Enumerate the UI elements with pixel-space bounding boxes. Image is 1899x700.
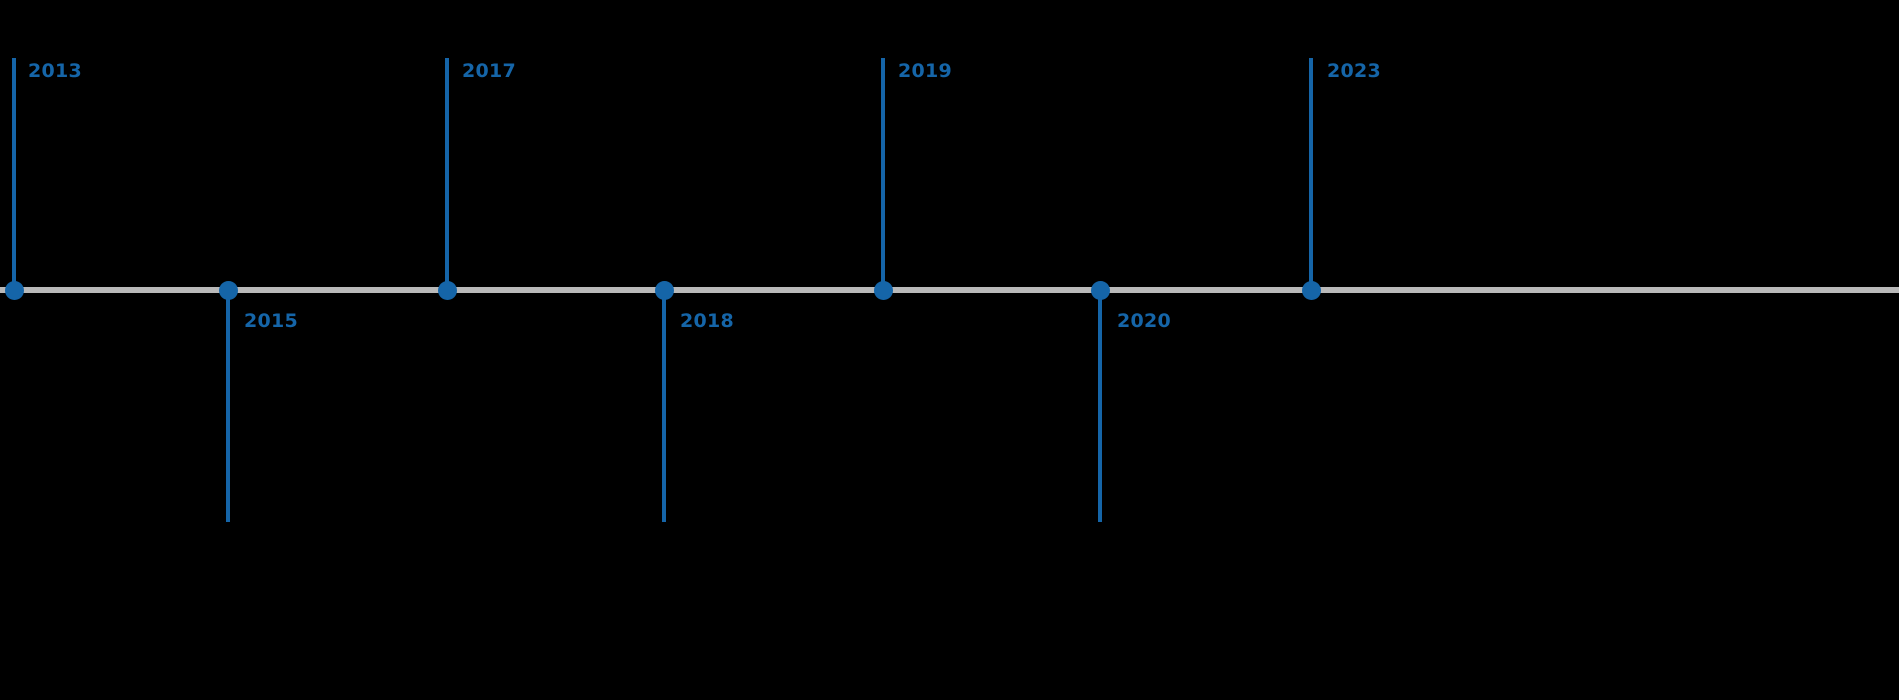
timeline-stem-2019 — [881, 58, 885, 290]
timeline-year-label-2015: 2015 — [244, 310, 299, 332]
timeline-stem-2015 — [226, 290, 230, 522]
timeline-dot-2019[interactable] — [873, 280, 893, 300]
timeline-dot-2018[interactable] — [654, 280, 674, 300]
timeline-stem-2023 — [1309, 58, 1313, 290]
timeline-dot-2013[interactable] — [4, 280, 24, 300]
timeline-axis-line — [0, 287, 1899, 293]
timeline-stem-2020 — [1098, 290, 1102, 522]
timeline-year-label-2023: 2023 — [1327, 60, 1382, 82]
timeline-dot-2017[interactable] — [437, 280, 457, 300]
timeline-stem-2017 — [445, 58, 449, 290]
timeline-year-label-2019: 2019 — [898, 60, 953, 82]
timeline-dot-2015[interactable] — [218, 280, 238, 300]
timeline-dot-2020[interactable] — [1090, 280, 1110, 300]
timeline-year-label-2020: 2020 — [1117, 310, 1172, 332]
timeline-year-label-2018: 2018 — [680, 310, 735, 332]
timeline-dot-2023[interactable] — [1301, 280, 1321, 300]
timeline-year-label-2017: 2017 — [462, 60, 517, 82]
timeline-stem-2018 — [662, 290, 666, 522]
timeline-stem-2013 — [12, 58, 16, 290]
timeline-year-label-2013: 2013 — [28, 60, 83, 82]
